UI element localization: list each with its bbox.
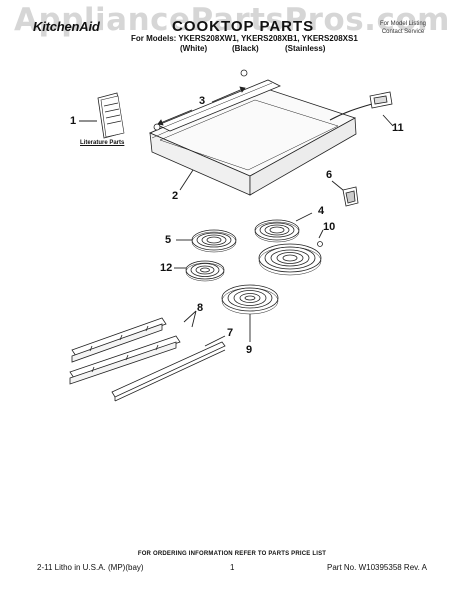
callout-1: 1	[70, 115, 77, 127]
element-large-right	[258, 241, 323, 276]
literature-booklet	[97, 92, 125, 139]
callout-11: 11	[392, 122, 404, 134]
callout-8: 8	[197, 302, 204, 314]
model-note-line1: For Model Listing	[379, 21, 427, 27]
callout-12: 12	[160, 262, 173, 274]
element-small-front-left	[185, 260, 225, 282]
rear-trim-strip	[153, 69, 281, 132]
wiring-harness	[329, 91, 393, 121]
models-label: For Models: YKERS208XW1, YKERS208XB1, YK…	[131, 34, 358, 43]
callout-4: 4	[318, 205, 325, 217]
model-note: For Model Listing Contact Service	[368, 20, 438, 36]
support-brackets	[69, 317, 181, 385]
callout-3: 3	[199, 95, 206, 107]
callout-5: 5	[165, 234, 172, 246]
cooktop-main-top	[148, 85, 357, 196]
bottom-rail	[111, 341, 226, 402]
variant-stainless: (Stainless)	[285, 44, 326, 53]
callout-9: 9	[246, 344, 253, 356]
literature-parts-label: Literature Parts	[80, 140, 125, 146]
callout-10: 10	[323, 221, 336, 233]
variant-white: (White)	[180, 44, 208, 53]
litho-info: 2-11 Litho in U.S.A. (MP)(bay)	[37, 563, 144, 572]
part-number: Part No. W10395358 Rev. A	[327, 563, 427, 572]
model-note-line2: Contact Service	[381, 29, 425, 35]
element-small-rear-left	[254, 219, 300, 243]
element-front-right	[221, 284, 279, 315]
callout-2: 2	[172, 190, 179, 202]
callout-7: 7	[227, 327, 234, 339]
page-title: COOKTOP PARTS	[172, 18, 315, 35]
page-number: 1	[230, 563, 235, 572]
brand-logo: KitchenAid	[33, 19, 100, 34]
callout-6: 6	[326, 169, 333, 181]
variant-black: (Black)	[232, 44, 259, 53]
element-left	[191, 229, 237, 253]
ordering-note: FOR ORDERING INFORMATION REFER TO PARTS …	[137, 551, 327, 557]
control-clip	[342, 186, 359, 207]
